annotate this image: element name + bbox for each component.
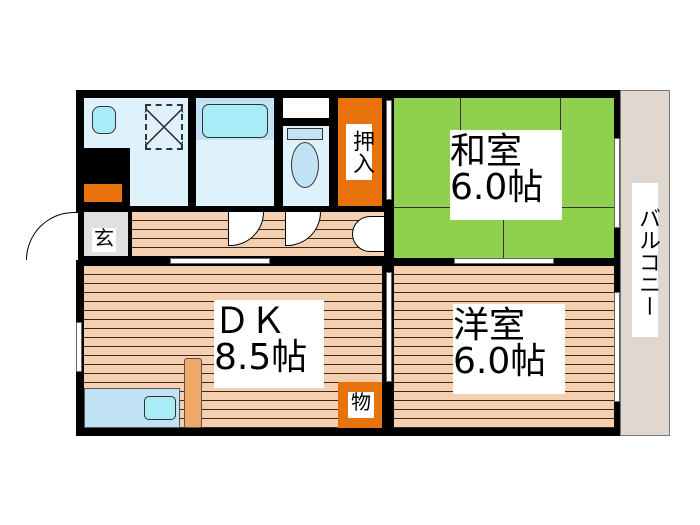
balcony-label: バルコニー [632,183,660,337]
yoshitsu-label: 洋室 6.0帖 [453,304,565,394]
dk-size: 8.5帖 [214,337,308,378]
window [386,100,392,200]
sink-icon [92,106,116,134]
yoshitsu-size: 6.0帖 [453,341,547,382]
mono-label: 物 [348,392,374,418]
bathtub-icon [202,104,268,138]
window [614,138,620,228]
washitsu-size: 6.0帖 [450,167,544,208]
sliding-door [170,258,270,264]
washing-machine-space-icon [145,104,183,150]
window [76,322,82,372]
toilet-tank-icon [287,128,323,140]
washitsu-door-icon [352,216,384,252]
yoshitsu-name: 洋室 [453,305,526,346]
dk-name: ＤＫ [214,301,287,342]
tatami-line [503,207,504,258]
kitchen-cabinet [184,358,202,428]
toilet-bowl-icon [291,142,319,188]
dk-label: ＤＫ 8.5帖 [214,300,324,388]
sliding-door [454,258,554,264]
kitchen-sink-icon [144,396,176,420]
oshiire-label: 押入 [346,124,374,180]
entrance-door-icon [26,212,78,260]
genkan-label: 玄 [92,226,116,252]
yoshitsu-room [394,266,614,428]
window [386,272,392,382]
toilet-shelf [283,98,329,118]
shoe-cabinet [84,184,122,202]
washitsu-label: 和室 6.0帖 [450,130,562,220]
washitsu-name: 和室 [450,131,523,172]
window [614,292,620,402]
balcony [620,90,670,436]
